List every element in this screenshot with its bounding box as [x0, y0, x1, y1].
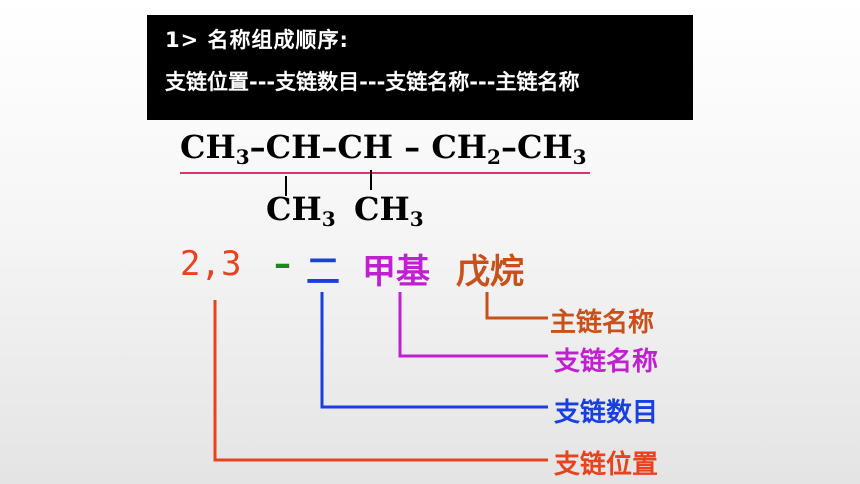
- bond-line-1: [285, 176, 287, 196]
- header-order: 支链位置---支链数目---支链名称---主链名称: [165, 70, 580, 94]
- branch-methyl-1: CH3: [266, 190, 336, 231]
- name-main-chain: 戊烷: [456, 252, 524, 292]
- label-main-chain-name: 主链名称: [550, 308, 655, 338]
- connector-branch-count: [320, 292, 548, 409]
- label-branch-count: 支链数目: [554, 398, 659, 428]
- connector-branch-name: [398, 292, 548, 358]
- label-branch-name: 支链名称: [554, 347, 659, 377]
- formula-underline: [180, 172, 590, 174]
- connector-branch-position: [213, 300, 548, 462]
- header-banner: 1> 名称组成顺序: 支链位置---支链数目---支链名称---主链名称: [147, 15, 693, 120]
- label-branch-position: 支链位置: [554, 450, 659, 480]
- branch-methyl-2: CH3: [354, 190, 424, 231]
- name-position: 2,3: [180, 244, 242, 284]
- bond-line-2: [370, 170, 372, 190]
- header-title: 1> 名称组成顺序:: [165, 28, 349, 52]
- connector-main-chain: [485, 292, 548, 320]
- name-branch: 甲基: [362, 252, 430, 292]
- name-count: 二: [306, 252, 340, 292]
- name-dash: –: [274, 244, 291, 284]
- structural-formula-main-chain: CH3–CH–CH – CH2–CH3: [180, 128, 587, 169]
